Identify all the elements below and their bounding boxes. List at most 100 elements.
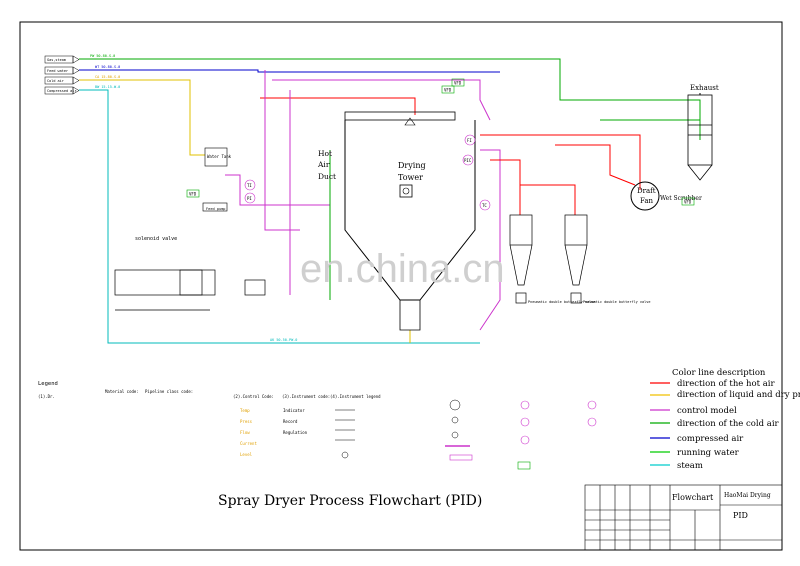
pipe-label-bottom: AK 50-50-PW-0 [270,338,297,342]
svg-text:control model: control model [677,406,737,416]
svg-text:Wet Scrubber: Wet Scrubber [660,195,702,202]
color-legend-item-1: direction of liquid and dry products [650,390,800,400]
color-legend-item-2: control model [650,406,737,416]
svg-text:compressed air: compressed air [677,434,744,444]
cyclone-feed-1 [490,159,521,215]
liquid-line [79,79,205,156]
svg-text:direction of the hot air: direction of the hot air [677,379,776,389]
pipe-label-3: BW 15-15-W-0 [95,85,120,89]
cyclone-2: Pneumatic double butterfly valve [564,214,650,304]
inlet-tag-3: Compressed air [44,86,80,95]
cyclone-feed-2 [520,184,576,215]
exhaust-line [480,134,641,190]
process-lines [79,58,701,344]
title-block-code: PID [733,511,748,520]
inlet-tag-0: Gas,steam [44,55,80,64]
pi-instrument: PI [244,192,256,204]
legend-section-4: (3).Instrument code: [282,394,330,399]
vfd-3: VFD [451,78,465,87]
color-legend-item-3: direction of the cold air [650,419,780,429]
inlet-tags: Gas,steam Feed water Cold air Compressed… [44,55,80,95]
svg-text:Level: Level [240,452,253,457]
pipe-label-2: CA 15-80-S-0 [95,75,120,79]
color-legend-item-5: running water [650,448,740,458]
svg-text:Pneumatic double butterfly val: Pneumatic double butterfly valve [528,300,595,304]
control-line-b [272,79,491,121]
svg-text:Fan: Fan [640,197,654,205]
control-line-a [264,70,300,231]
vfd-4: VFD [681,197,695,206]
drying-tower-label-2: Tower [398,173,423,182]
hot-air-duct: Hot Air Duct [317,149,336,181]
steam-line [79,89,480,344]
pipe-label-1: WT 50-80-S-0 [95,65,120,69]
feed-line [225,174,331,206]
svg-text:Flow: Flow [240,430,250,435]
svg-text:Cold air: Cold air [47,79,64,83]
cyclone-1: Pneumatic double butterfly valve [509,214,595,304]
fi-instrument: FI [464,134,476,146]
water-line-top [79,58,701,140]
svg-text:Record: Record [283,419,298,424]
svg-text:PIC: PIC [464,158,472,163]
drying-tower: Drying Tower [344,111,476,331]
instruments: VFD VFD VFD VFD TI PI PIC TC FI [186,78,695,211]
title-block: Flowchart HaoMai Drying PID [584,484,783,551]
svg-text:Feed pump: Feed pump [206,207,225,211]
pic-instrument: PIC [462,154,474,166]
vfd-2: VFD [441,85,455,94]
main-title: Spray Dryer Process Flowchart (PID) [218,493,482,509]
pipe-label-0: PW 50-80-S-0 [90,54,115,58]
svg-text:VFD: VFD [684,200,692,205]
svg-text:Duct: Duct [318,172,336,181]
svg-text:TC: TC [482,203,487,208]
wet-scrubber: Wet Scrubber [660,94,713,202]
solenoid-valve-label: solenoid valve [135,236,177,242]
legend-section-1: Material code: [105,389,139,394]
legend: Legend (1).Dr. Material code: Pipeline c… [38,381,597,470]
svg-text:Water Tank: Water Tank [207,154,232,159]
bottom-left-equipment [114,269,266,311]
color-legend-item-6: steam [650,461,703,471]
ti-instrument: TI [244,179,256,191]
svg-text:Draft: Draft [637,187,656,195]
inlet-tag-2: Cold air [44,76,80,85]
svg-text:TI: TI [247,183,252,188]
legend-section-5: (4).Instrument legend [330,394,381,399]
inlet-tag-1: Feed water [44,66,80,75]
color-legend-item-4: compressed air [650,434,744,444]
draft-fan: Draft Fan [630,181,660,211]
svg-text:direction of the cold air: direction of the cold air [677,419,780,429]
legend-section-2: Pipeline class code: [145,389,193,394]
svg-text:FI: FI [467,138,472,143]
control-line-d [479,149,501,331]
svg-text:VFD: VFD [189,192,197,197]
title-block-company: HaoMai Drying [724,492,771,499]
water-tank: Water Tank [204,147,232,167]
svg-text:running water: running water [677,448,740,458]
legend-section-3: (2).Control Code: [233,394,274,399]
svg-text:steam: steam [677,461,703,471]
watermark: en.china.cn [300,247,505,291]
legend-title: Legend [38,381,58,387]
svg-text:VFD: VFD [444,88,452,93]
vfd-1: VFD [186,189,200,198]
exhaust-label: Exhaust [690,84,719,92]
pipe-labels: PW 50-80-S-0 WT 50-80-S-0 CA 15-80-S-0 B… [90,54,297,342]
title-block-drawing-name: Flowchart [672,493,714,502]
hot-air-line [260,97,416,115]
svg-text:Press: Press [240,419,253,424]
svg-text:Compressed air: Compressed air [47,89,77,93]
compressed-air-line [79,69,500,73]
svg-text:Feed water: Feed water [47,69,68,73]
legend-section-0: (1).Dr. [38,394,55,399]
color-legend-title: Color line description [672,368,766,378]
color-legend-item-0: direction of the hot air [650,379,776,389]
feed-pump: Feed pump [202,202,228,212]
color-legend: Color line description direction of the … [650,368,800,471]
fan-inlet-line [555,144,636,186]
svg-text:Current: Current [240,441,257,446]
svg-text:Temp: Temp [240,408,250,413]
svg-text:Pneumatic double butterfly val: Pneumatic double butterfly valve [583,300,650,304]
